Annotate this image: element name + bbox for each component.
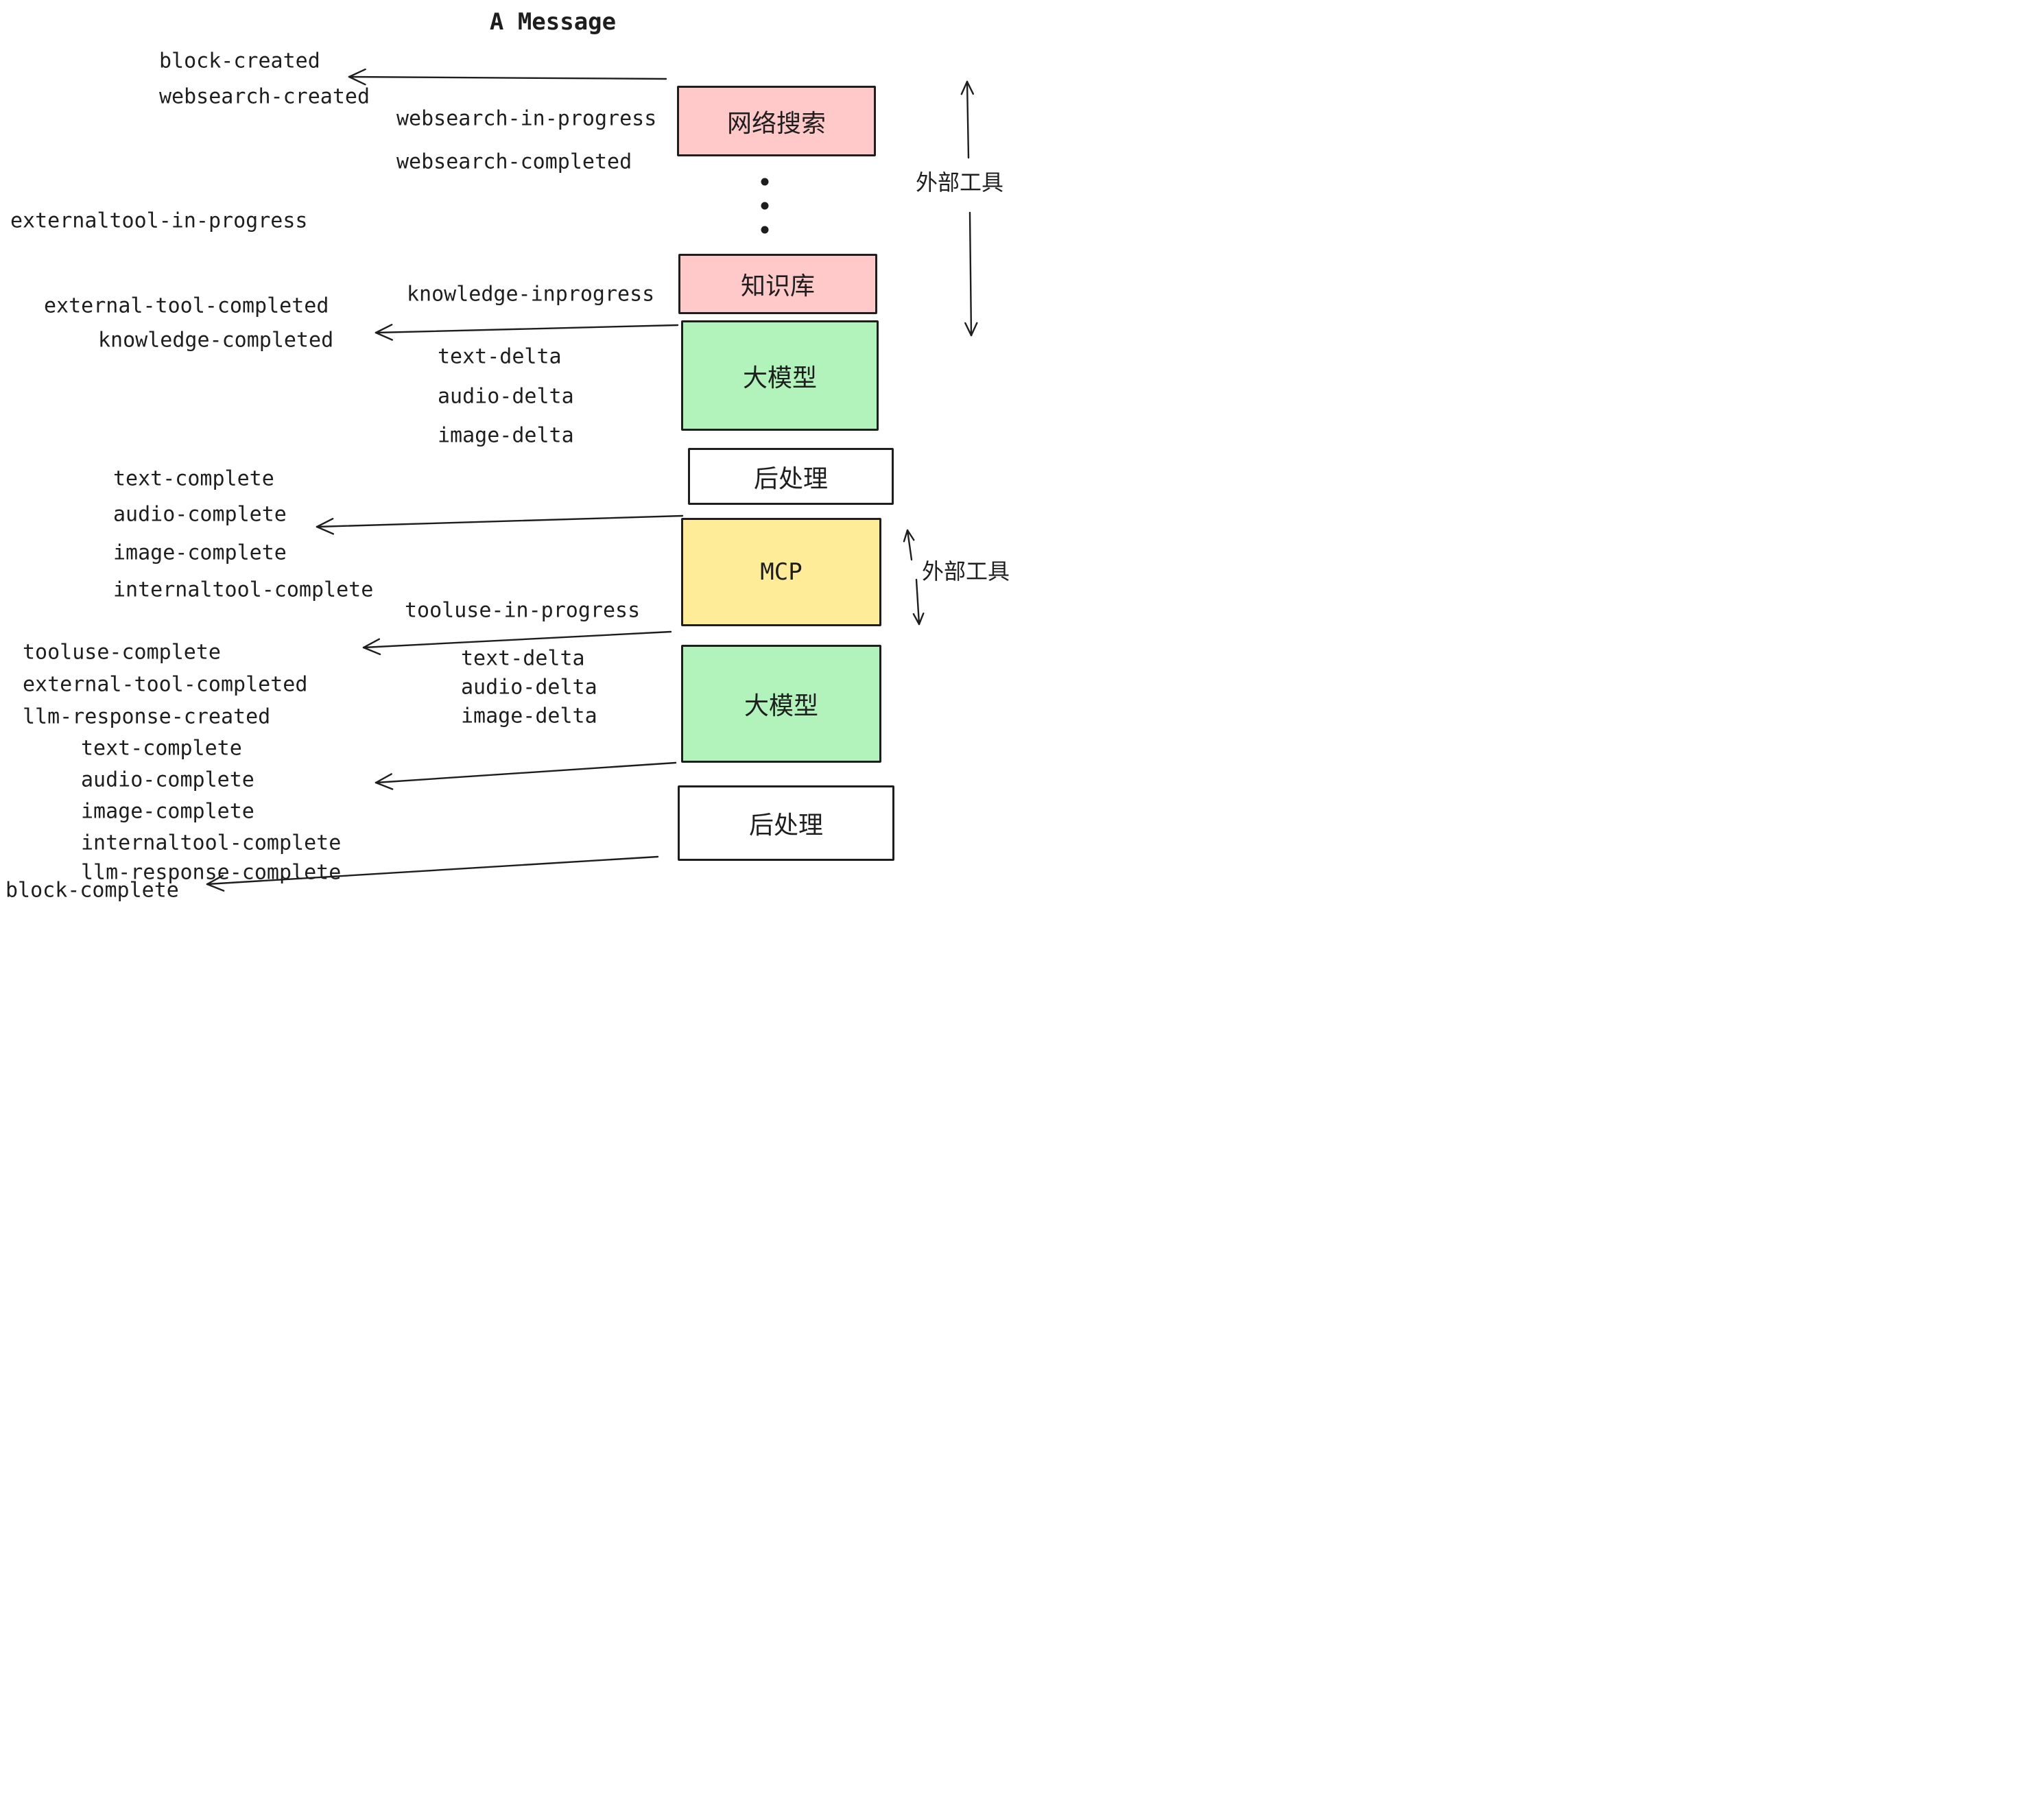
- node-postprocess-1: 后处理: [688, 448, 894, 505]
- node-label-mcp: MCP: [760, 558, 803, 586]
- event-label-websearch-created: websearch-created: [159, 84, 370, 109]
- event-label-internaltool-complete-2: internaltool-complete: [81, 831, 342, 855]
- event-label-audio-delta-2: audio-delta: [461, 675, 597, 700]
- diagram-canvas: A Message block-created websearch-created…: [0, 0, 1022, 902]
- event-label-external-tool-completed-2: external-tool-completed: [23, 672, 308, 697]
- arrow-to-knowledge-completed: [375, 324, 679, 341]
- event-label-tooluse-in-progress: tooluse-in-progress: [405, 598, 641, 623]
- external-tools-top-down-arrow: [964, 211, 978, 337]
- arrow-to-audio-complete: [375, 761, 677, 790]
- event-label-llm-response-created: llm-response-created: [23, 704, 271, 729]
- event-label-text-delta-2: text-delta: [461, 646, 585, 671]
- event-label-knowledge-completed: knowledge-completed: [98, 328, 334, 353]
- event-label-text-complete-1: text-complete: [113, 466, 274, 491]
- node-label-llm-1: 大模型: [742, 364, 817, 392]
- event-label-image-complete-1: image-complete: [113, 541, 287, 565]
- event-label-websearch-in-progress: websearch-in-progress: [396, 106, 657, 131]
- arrow-to-tooluse-complete: [362, 630, 672, 656]
- connector-arrows-layer: [206, 68, 978, 892]
- node-label-postprocess-2: 后处理: [748, 811, 823, 840]
- event-label-tooluse-complete: tooluse-complete: [23, 640, 221, 665]
- event-label-block-created: block-created: [159, 49, 320, 73]
- event-label-audio-delta-1: audio-delta: [438, 384, 574, 409]
- external-tools-mcp-up-arrow: [903, 529, 915, 561]
- page-title: A Message: [489, 8, 617, 36]
- event-label-internaltool-complete-1: internaltool-complete: [113, 578, 374, 602]
- external-tools-label-top: 外部工具: [915, 169, 1004, 195]
- event-label-llm-response-complete: llm-response-complete: [81, 860, 342, 885]
- node-label-knowledge: 知识库: [740, 272, 815, 300]
- event-label-websearch-completed: websearch-completed: [396, 150, 632, 174]
- arrow-to-image-complete: [316, 514, 684, 535]
- node-llm-2: 大模型: [681, 645, 881, 763]
- external-tools-top-up-arrow: [960, 80, 975, 159]
- vertical-ellipsis-icon: [761, 178, 769, 234]
- event-label-externaltool-in-progress: externaltool-in-progress: [10, 209, 308, 233]
- event-label-external-tool-completed-1: external-tool-completed: [44, 294, 329, 318]
- event-label-image-complete-2: image-complete: [81, 799, 254, 824]
- node-websearch: 网络搜索: [677, 86, 876, 156]
- node-postprocess-2: 后处理: [678, 785, 894, 861]
- event-label-audio-complete-1: audio-complete: [113, 502, 287, 527]
- node-mcp: MCP: [681, 518, 881, 626]
- node-llm-1: 大模型: [681, 320, 879, 431]
- arrow-to-block-created: [348, 68, 667, 86]
- node-knowledge: 知识库: [678, 254, 877, 314]
- node-label-websearch: 网络搜索: [726, 109, 826, 138]
- event-label-image-delta-1: image-delta: [438, 423, 574, 448]
- event-label-image-delta-2: image-delta: [461, 704, 597, 728]
- external-tools-label-mcp: 外部工具: [921, 558, 1010, 584]
- event-label-text-complete-2: text-complete: [81, 736, 242, 761]
- event-label-text-delta-1: text-delta: [438, 344, 562, 369]
- event-label-block-complete: block-complete: [5, 878, 179, 903]
- arrow-to-block-complete: [206, 855, 659, 892]
- event-label-audio-complete-2: audio-complete: [81, 768, 254, 792]
- node-label-postprocess-1: 后处理: [753, 464, 828, 493]
- external-tools-mcp-down-arrow: [912, 578, 925, 626]
- event-label-knowledge-inprogress: knowledge-inprogress: [407, 282, 655, 307]
- node-label-llm-2: 大模型: [744, 692, 818, 720]
